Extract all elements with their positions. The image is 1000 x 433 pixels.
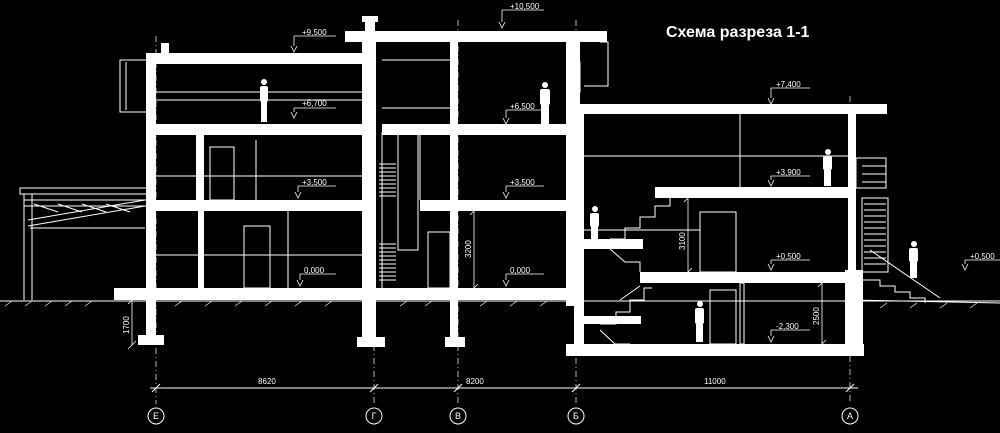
- level-marks: [290, 9, 1000, 343]
- level-label: 0,000: [510, 266, 531, 275]
- dimension-label: 1700: [122, 316, 131, 334]
- details: [119, 41, 941, 345]
- axis-label: В: [455, 411, 461, 421]
- person-figure: [695, 301, 704, 342]
- level-label: +10,500: [510, 2, 540, 11]
- structure: [114, 16, 887, 356]
- dimension-label: 2500: [812, 307, 821, 325]
- person-figure: [909, 241, 918, 278]
- vertical-dimensions: [127, 193, 827, 350]
- human-figures: [260, 79, 918, 342]
- level-label: +6,700: [302, 99, 327, 108]
- level-label: +3,900: [776, 168, 801, 177]
- axis-bubbles: [147, 407, 859, 425]
- level-label: +0,500: [776, 252, 801, 261]
- grid-axis-lines: [155, 20, 851, 404]
- person-figure: [260, 79, 268, 122]
- dimension-label: 8200: [466, 377, 484, 386]
- level-label: +9,500: [302, 28, 327, 37]
- dimension-label: 8620: [258, 377, 276, 386]
- drawing-title: Схема разреза 1-1: [666, 24, 810, 41]
- level-label: +6,500: [510, 102, 535, 111]
- dimension-label: 3100: [678, 232, 687, 250]
- axis-label: Б: [573, 411, 579, 421]
- level-label: -2,300: [776, 322, 799, 331]
- dimension-label: 3200: [464, 240, 473, 258]
- level-label: +3,500: [510, 178, 535, 187]
- level-label: 0,000: [304, 266, 325, 275]
- axis-label: Г: [372, 411, 377, 421]
- dimension-line: [150, 383, 858, 393]
- level-label: +7,400: [776, 80, 801, 89]
- axis-label: А: [847, 411, 853, 421]
- pergola: [19, 187, 149, 300]
- ground-hatching: [4, 300, 978, 309]
- level-label: +0,500: [970, 252, 995, 261]
- person-figure: [540, 82, 550, 127]
- level-label: +3,500: [302, 178, 327, 187]
- person-figure: [823, 149, 832, 186]
- dimension-label: 11000: [704, 377, 726, 386]
- person-figure: [590, 206, 599, 243]
- axis-label: Е: [153, 411, 159, 421]
